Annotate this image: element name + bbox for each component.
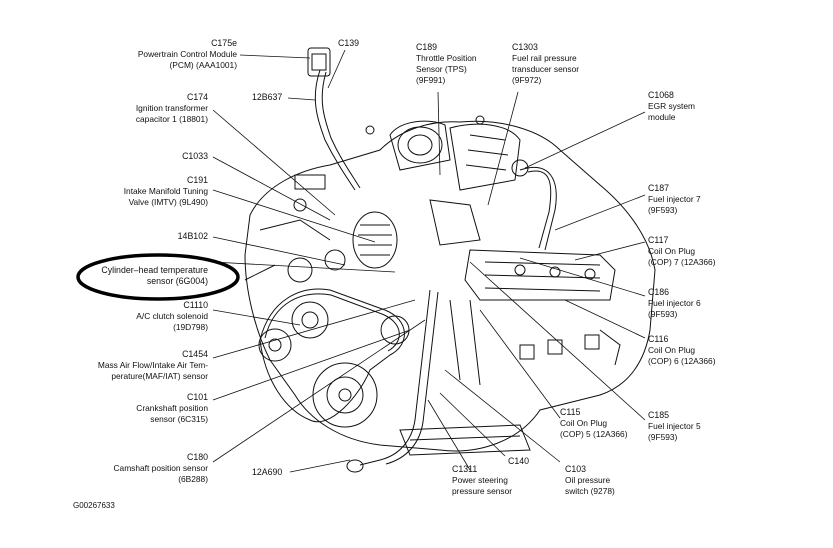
desc-c191: Intake Manifold Tuning Valve (IMTV) (9L4… xyxy=(123,186,208,207)
desc-c101: Crankshaft position sensor (6C315) xyxy=(136,403,208,424)
code-c180: C180 xyxy=(186,452,208,462)
desc-cht: Cylinder–head temperature sensor (6G004) xyxy=(101,265,208,286)
code-c117: C117 xyxy=(648,235,669,245)
desc-c1068: EGR system module xyxy=(648,101,695,122)
code-c1068: C1068 xyxy=(648,90,674,100)
desc-c1303: Fuel rail pressure transducer sensor (9F… xyxy=(512,53,580,85)
code-12b637: 12B637 xyxy=(252,92,283,102)
desc-c187: Fuel injector 7 (9F593) xyxy=(648,194,701,215)
desc-c1110: A/C clutch solenoid (19D798) xyxy=(136,311,208,332)
desc-c180: Camshaft position sensor (6B288) xyxy=(113,463,209,484)
label-12a690: 12A690 xyxy=(252,467,282,478)
code-14b102: 14B102 xyxy=(177,231,208,241)
desc-c186: Fuel injector 6 (9F593) xyxy=(648,298,701,319)
code-c1311: C1311 xyxy=(452,464,478,474)
highlight-ellipse xyxy=(76,253,240,301)
code-c1303: C1303 xyxy=(512,42,538,52)
code-c174: C174 xyxy=(186,92,208,102)
desc-c1311: Power steering pressure sensor xyxy=(452,475,513,496)
figure-id: G00267633 xyxy=(73,501,115,510)
label-12b637: 12B637 xyxy=(252,92,282,103)
engine-drawing xyxy=(244,47,656,473)
label-c1033: C1033 xyxy=(182,151,208,162)
code-c187: C187 xyxy=(648,183,670,193)
desc-c175e: Powertrain Control Module (PCM) (AAA1001… xyxy=(137,49,237,70)
desc-c174: Ignition transformer capacitor 1 (18801) xyxy=(135,103,208,124)
desc-c116: Coil On Plug (COP) 6 (12A366) xyxy=(648,345,716,366)
label-14b102: 14B102 xyxy=(178,231,208,242)
leader-lines xyxy=(212,49,646,473)
desc-c185: Fuel injector 5 (9F593) xyxy=(648,421,701,442)
code-c116: C116 xyxy=(648,334,669,344)
code-c103: C103 xyxy=(565,464,587,474)
label-c139: C139 xyxy=(338,38,359,49)
desc-c189: Throttle Position Sensor (TPS) (9F991) xyxy=(416,53,477,85)
desc-c117: Coil On Plug (COP) 7 (12A366) xyxy=(648,246,716,267)
code-c1110: C1110 xyxy=(183,300,208,310)
code-c1454: C1454 xyxy=(182,349,208,359)
code-c1033: C1033 xyxy=(182,151,208,161)
code-c101: C101 xyxy=(186,392,208,402)
label-c140: C140 xyxy=(508,456,529,467)
code-c191: C191 xyxy=(186,175,208,185)
code-c186: C186 xyxy=(648,287,670,297)
desc-c103: Oil pressure switch (9278) xyxy=(565,475,615,496)
code-c189: C189 xyxy=(416,42,438,52)
code-12a690: 12A690 xyxy=(252,467,283,477)
desc-c1454: Mass Air Flow/Intake Air Tem- perature(M… xyxy=(97,360,208,381)
code-c175e: C175e xyxy=(211,38,237,48)
code-c115: C115 xyxy=(560,407,581,417)
code-c185: C185 xyxy=(648,410,670,420)
code-c140: C140 xyxy=(508,456,530,466)
label-cylinder-head-temp-sensor: Cylinder–head temperature sensor (6G004) xyxy=(101,265,208,287)
desc-c115: Coil On Plug (COP) 5 (12A366) xyxy=(560,418,628,439)
code-c139: C139 xyxy=(338,38,360,48)
